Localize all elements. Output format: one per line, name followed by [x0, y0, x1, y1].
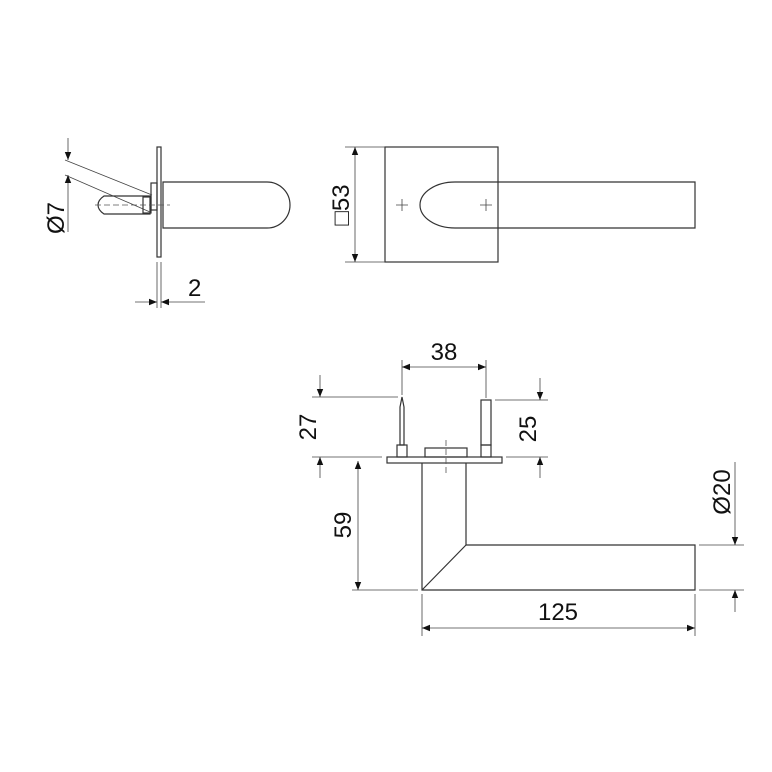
center-boss — [424, 447, 468, 458]
dim-right-pin-25: 25 — [515, 416, 542, 443]
dim-left-pin-27: 27 — [295, 414, 322, 441]
left-pin-nut — [396, 444, 408, 458]
base-plate — [386, 456, 503, 464]
right-pin-nut — [480, 444, 492, 458]
dim-grip-diameter-20: Ø20 — [709, 469, 736, 514]
dim-pin-spacing-38: 38 — [431, 339, 458, 366]
rose-plate — [156, 146, 162, 258]
handle-top — [421, 463, 696, 591]
dim-rose-53: □53 — [328, 184, 355, 225]
dim-diameter-7: Ø7 — [43, 202, 70, 234]
handle-side — [162, 181, 291, 229]
rose-collar — [150, 182, 158, 211]
right-pin — [480, 399, 492, 446]
left-pin — [399, 396, 405, 446]
handle-front — [419, 181, 696, 229]
dim-projection-59: 59 — [330, 512, 357, 539]
screw-cross — [480, 199, 492, 211]
extension-line — [64, 174, 151, 213]
dim-thickness-2: 2 — [188, 275, 201, 302]
dim-length-125: 125 — [538, 599, 578, 626]
front-view: □53 — [328, 146, 696, 263]
top-view: 38 27 25 59 125 Ø20 — [295, 339, 744, 636]
screw-cross — [396, 199, 408, 211]
square-rose — [384, 146, 499, 263]
side-view: Ø7 2 — [43, 138, 291, 308]
handle-bend — [421, 544, 467, 591]
extension-line — [64, 159, 153, 196]
